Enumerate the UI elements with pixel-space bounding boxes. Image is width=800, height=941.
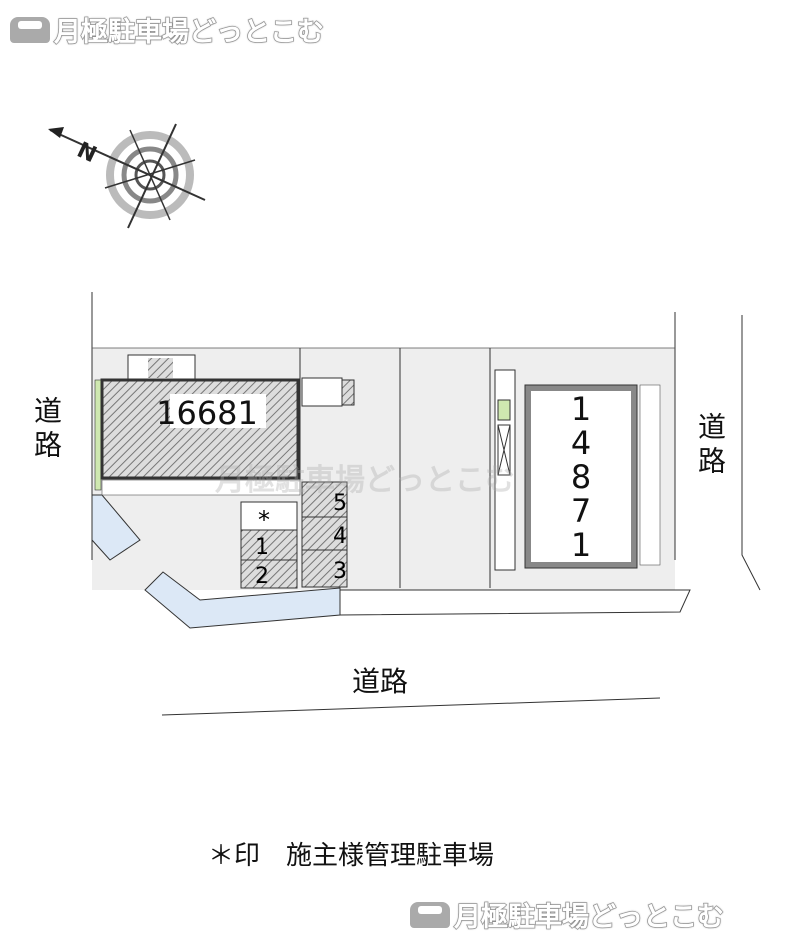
car-icon [10,16,50,43]
road-edge-right [741,315,761,591]
logo-text: 月極駐車場どっとこむ [53,16,325,49]
building-14871-digit: 4 [571,424,591,462]
watermark: 月極駐車場どっとこむ [215,463,515,498]
building-14871-digit: 7 [571,492,591,530]
legend-note: ＊印 施主様管理駐車場 [208,841,495,871]
space-5: 5 [333,491,347,516]
road-label-left: 道路 [30,396,63,464]
space-star: * [258,506,270,534]
logo-bottom: 月極駐車場どっとこむ [410,895,725,934]
parking-spaces [240,481,348,589]
logo-text: 月極駐車場どっとこむ [453,901,725,934]
building-16681-label: 16681 [156,394,258,432]
space-2: 2 [255,564,269,589]
car-icon [410,901,450,928]
building-14871-digit: 1 [571,526,591,564]
road-label-bottom: 道路 [352,665,409,698]
space-3: 3 [333,559,347,584]
space-4: 4 [333,524,347,549]
sidewalk [91,494,141,561]
compass-icon [48,123,206,229]
logo-top: 月極駐車場どっとこむ [10,10,325,49]
road-edge-bottom [161,697,661,716]
road-label-right: 道路 [694,412,727,480]
building-14871-digit: 1 [571,390,591,428]
space-1: 1 [255,535,269,560]
building-14871-digit: 8 [571,458,591,496]
